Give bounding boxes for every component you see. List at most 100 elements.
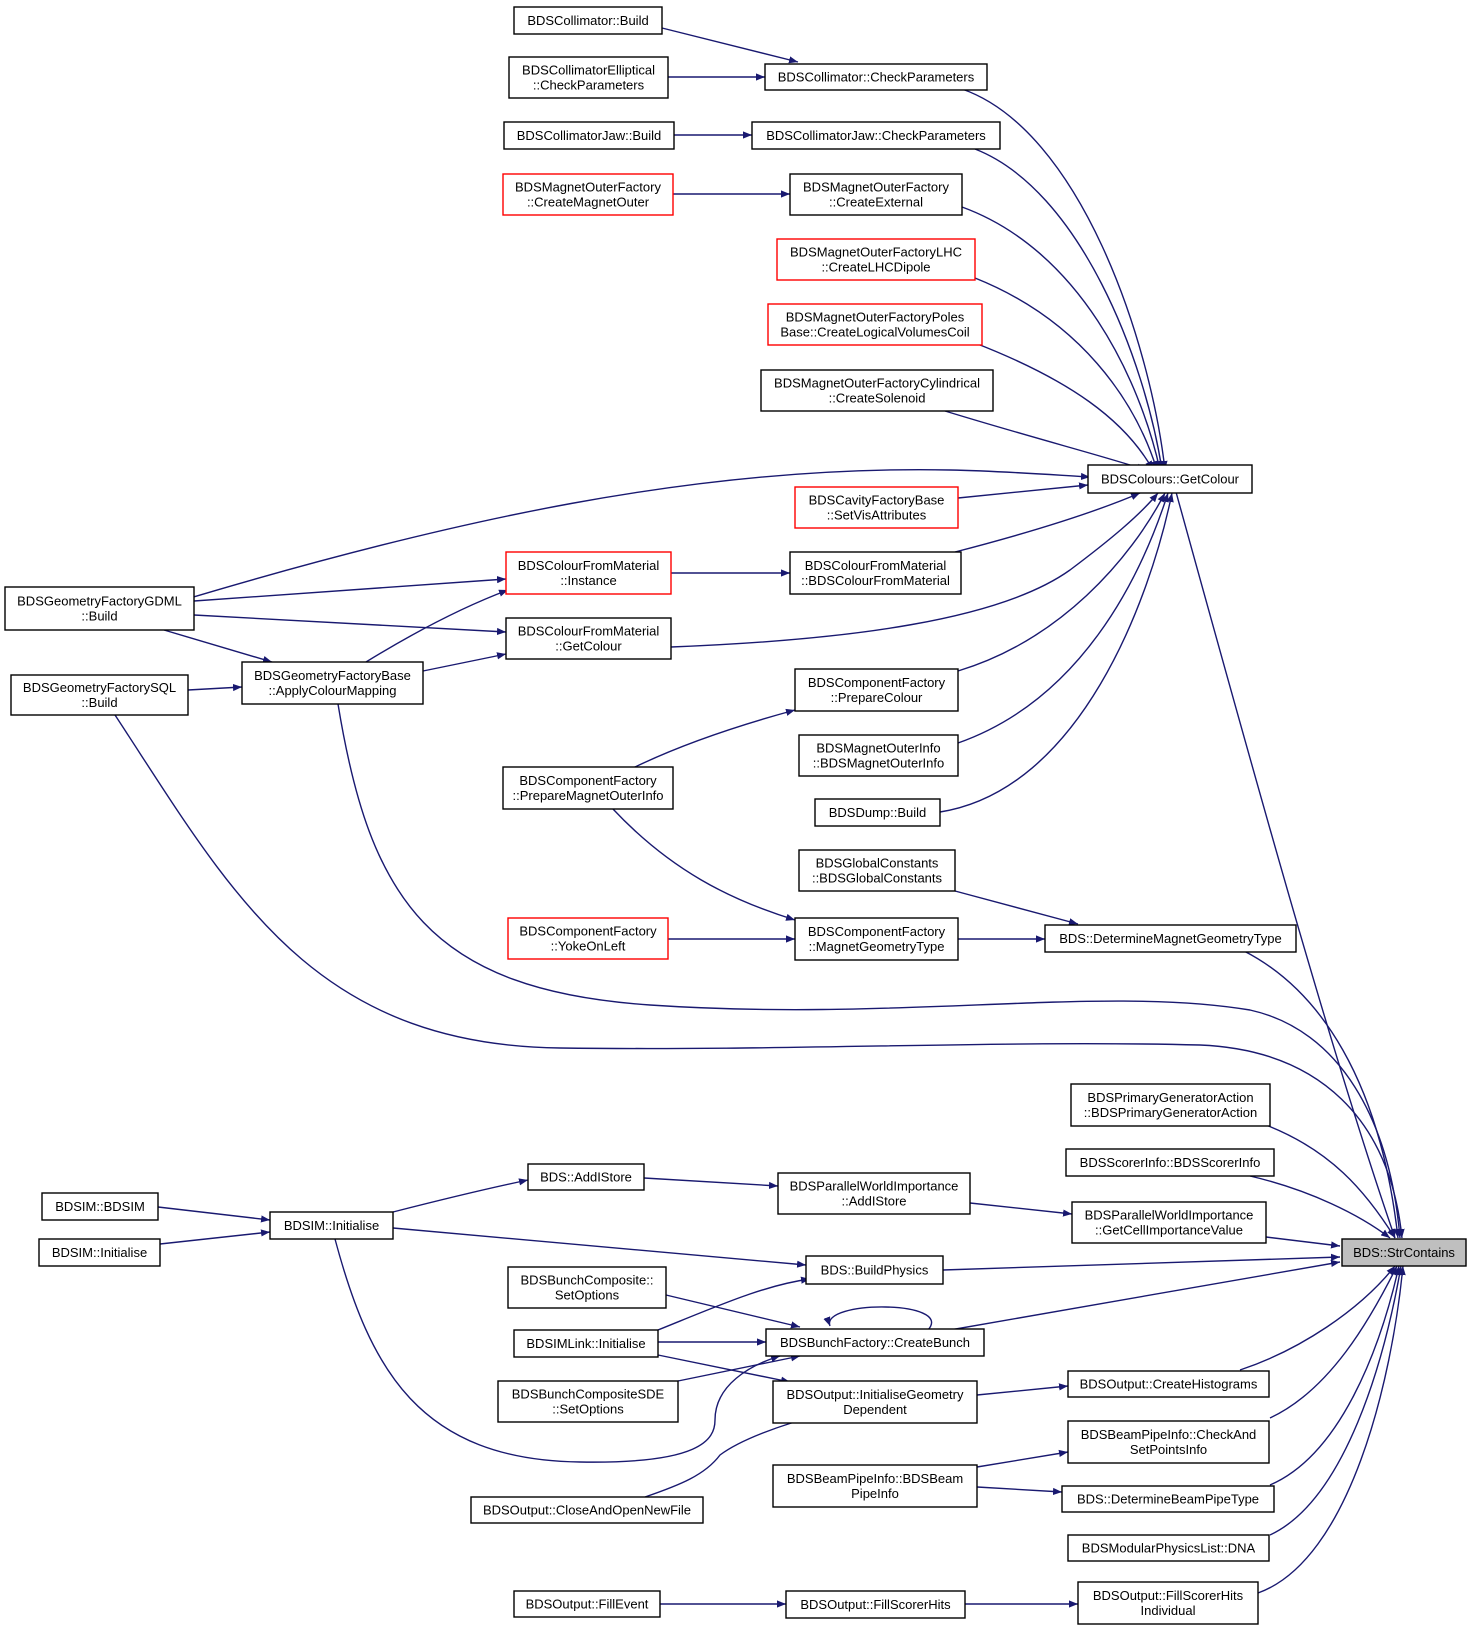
node-box — [4, 586, 195, 631]
edge-cavity-to-getcolour — [957, 482, 1089, 499]
node-bdscollimator-build[interactable]: BDSCollimator::Build — [513, 6, 663, 35]
node-box — [1067, 1534, 1270, 1562]
node-bdscomponentfactory-magnetgeometrytype[interactable]: BDSComponentFactory::MagnetGeometryType — [794, 917, 959, 961]
node-bdsbunchcomposite-setoptions[interactable]: BDSBunchComposite::SetOptions — [507, 1266, 667, 1309]
node-bdsgeometryfactorygdml-build[interactable]: BDSGeometryFactoryGDML::Build — [4, 586, 195, 631]
node-label: BDSScorerInfo::BDSScorerInfo — [1080, 1155, 1261, 1170]
node-label: BDSIMLink::Initialise — [526, 1336, 645, 1351]
node-bdsoutput-fillevent[interactable]: BDSOutput::FillEvent — [513, 1590, 661, 1618]
node-label: BDSPrimaryGeneratorAction — [1087, 1090, 1253, 1105]
node-label: BDSBunchCompositeSDE — [512, 1387, 665, 1402]
node-bdsoutput-fillscorerhits[interactable]: BDSOutput::FillScorerHits — [785, 1590, 966, 1619]
edge-bdsiminit-to-buildphys — [392, 1227, 807, 1268]
node-label: BDSComponentFactory — [808, 924, 946, 939]
edge-poles-to-getcolour — [974, 342, 1154, 471]
node-label: BDSModularPhysicsList::DNA — [1082, 1541, 1256, 1556]
node-bdsmagnetouterfactorycylindrical-createsolenoid[interactable]: BDSMagnetOuterFactoryCylindrical::Create… — [760, 369, 994, 412]
node-bdscomponentfactory-preparemagnetouterinfo[interactable]: BDSComponentFactory::PrepareMagnetOuterI… — [502, 766, 674, 810]
edge-buildphys-to-strcontains — [942, 1253, 1341, 1271]
node-bdsgeometryfactorysql-build[interactable]: BDSGeometryFactorySQL::Build — [10, 674, 189, 716]
node-bdsmagnetouterfactorypolesbase-createlogicalvolumescoil[interactable]: BDSMagnetOuterFactoryPolesBase::CreateLo… — [767, 303, 983, 346]
node-label: PipeInfo — [851, 1486, 899, 1501]
edge-createbunch-self-loop — [823, 1306, 933, 1331]
node-label: BDSGlobalConstants — [816, 856, 939, 871]
node-bdscomponentfactory-yokeonleft[interactable]: BDSComponentFactory::YokeOnLeft — [507, 917, 669, 960]
node-bdscollimatorelliptical-checkparameters[interactable]: BDSCollimatorElliptical::CheckParameters — [508, 56, 669, 99]
node-bdsmagnetouterfactory-createexternal[interactable]: BDSMagnetOuterFactory::CreateExternal — [789, 173, 963, 216]
node-label: BDSBunchFactory::CreateBunch — [780, 1335, 970, 1350]
edge-bdsimctor-to-bdsiminit — [157, 1206, 271, 1223]
node-bdscolourfrommaterial-getcolour[interactable]: BDSColourFromMaterial::GetColour — [505, 617, 672, 660]
node-bdsmagnetouterfactorylhc-createlhcdipole[interactable]: BDSMagnetOuterFactoryLHC::CreateLHCDipol… — [776, 238, 976, 281]
node-label: ::BDSGlobalConstants — [812, 871, 943, 886]
node-bdscolourfrommaterial-instance[interactable]: BDSColourFromMaterial::Instance — [505, 551, 672, 595]
node-box — [772, 1380, 978, 1424]
node-box — [505, 617, 672, 660]
edge-dump-to-getcolour — [939, 492, 1174, 813]
edge-linkinit-to-oig — [657, 1354, 791, 1384]
edge-bdsiminit-to-addlstore — [392, 1178, 529, 1213]
nodes: BDS::StrContainsBDSColours::GetColourBDS… — [4, 6, 1467, 1625]
node-box — [789, 173, 963, 216]
node-label: BDSBunchComposite:: — [521, 1273, 654, 1288]
node-bdsmagnetouterinfo-bdsmagnetouterinfo[interactable]: BDSMagnetOuterInfo::BDSMagnetOuterInfo — [798, 734, 959, 777]
edge-jawcheck-to-getcolour — [974, 148, 1165, 471]
node-box — [794, 486, 959, 529]
node-box — [1087, 464, 1253, 494]
node-bds-buildphysics[interactable]: BDS::BuildPhysics — [805, 1255, 944, 1285]
node-bdsimlink-initialise[interactable]: BDSIMLink::Initialise — [513, 1329, 659, 1358]
node-bds-strcontains[interactable]: BDS::StrContains — [1341, 1238, 1467, 1267]
node-label: BDSDump::Build — [829, 805, 927, 820]
node-box — [785, 1590, 966, 1619]
node-bdsmodularphysicslist-dna[interactable]: BDSModularPhysicsList::DNA — [1067, 1534, 1270, 1562]
node-bdsim-initialise[interactable]: BDSIM::Initialise — [269, 1211, 394, 1240]
edge-close-to-oig — [644, 1413, 821, 1498]
node-box — [794, 917, 959, 961]
node-bdsoutput-createhistograms[interactable]: BDSOutput::CreateHistograms — [1067, 1370, 1270, 1398]
node-bdscollimatorjaw-checkparameters[interactable]: BDSCollimatorJaw::CheckParameters — [751, 121, 1001, 150]
node-label: ::Instance — [560, 573, 616, 588]
node-bdscollimator-checkparameters[interactable]: BDSCollimator::CheckParameters — [764, 63, 988, 91]
node-bdsbunchfactory-createbunch[interactable]: BDSBunchFactory::CreateBunch — [765, 1328, 985, 1357]
node-bdscolourfrommaterial-bdscolourfrommaterial[interactable]: BDSColourFromMaterial::BDSColourFromMate… — [789, 551, 962, 595]
node-bdscolours-getcolour[interactable]: BDSColours::GetColour — [1087, 464, 1253, 494]
node-box — [1070, 1083, 1271, 1127]
node-bds-addistore[interactable]: BDS::AddIStore — [527, 1163, 645, 1191]
edge-cfprep-to-getcolour — [957, 492, 1166, 672]
node-bds-determinemagnetgeometrytype[interactable]: BDS::DetermineMagnetGeometryType — [1044, 924, 1297, 953]
node-bdsim-bdsim[interactable]: BDSIM::BDSIM — [41, 1192, 159, 1221]
edge-collcheck-to-getcolour — [961, 88, 1168, 471]
node-box — [10, 674, 189, 716]
node-box — [1341, 1238, 1467, 1267]
node-bds-determinebeampipetype[interactable]: BDS::DetermineBeamPipeType — [1061, 1485, 1275, 1513]
node-bdsdump-build[interactable]: BDSDump::Build — [814, 798, 941, 827]
node-label: BDSMagnetOuterFactory — [515, 180, 661, 195]
node-bdsbeampipeinfo-bdsbeampipeinfo[interactable]: BDSBeamPipeInfo::BDSBeamPipeInfo — [772, 1464, 978, 1508]
node-label: ::CheckParameters — [533, 78, 645, 93]
node-label: ::ApplyColourMapping — [269, 683, 397, 698]
node-bdscomponentfactory-preparecolour[interactable]: BDSComponentFactory::PrepareColour — [794, 668, 959, 712]
node-label: BDSColourFromMaterial — [518, 624, 660, 639]
node-box — [38, 1238, 161, 1267]
node-bdsparallelworldimportance-getcellimportancevalue[interactable]: BDSParallelWorldImportance::GetCellImpor… — [1071, 1201, 1267, 1244]
node-bdsmagnetouterfactory-createmagnetouter[interactable]: BDSMagnetOuterFactory::CreateMagnetOuter — [502, 173, 674, 216]
node-bdscollimatorjaw-build[interactable]: BDSCollimatorJaw::Build — [503, 121, 675, 150]
node-bdsbunchcompositesde-setoptions[interactable]: BDSBunchCompositeSDE::SetOptions — [497, 1380, 679, 1423]
node-bdsscorerinfo-bdsscorerinfo[interactable]: BDSScorerInfo::BDSScorerInfo — [1065, 1148, 1275, 1177]
node-label: ::SetOptions — [552, 1402, 624, 1417]
node-bdsparallelworldimportance-addistore[interactable]: BDSParallelWorldImportance::AddIStore — [777, 1172, 971, 1215]
edge-cfmget-to-getcolour — [670, 492, 1159, 648]
node-bdsglobalconstants-bdsglobalconstants[interactable]: BDSGlobalConstants::BDSGlobalConstants — [798, 849, 956, 892]
node-bdsoutput-closeandopennewfile[interactable]: BDSOutput::CloseAndOpenNewFile — [470, 1496, 704, 1524]
node-bdsprimarygeneratoraction-bdsprimarygeneratoraction[interactable]: BDSPrimaryGeneratorAction::BDSPrimaryGen… — [1070, 1083, 1271, 1127]
node-label: ::BDSPrimaryGeneratorAction — [1084, 1105, 1257, 1120]
node-bdsim-initialise[interactable]: BDSIM::Initialise — [38, 1238, 161, 1267]
node-bdscavityfactorybase-setvisattributes[interactable]: BDSCavityFactoryBase::SetVisAttributes — [794, 486, 959, 529]
edge-gdml-to-gfbase — [163, 629, 273, 663]
node-box — [513, 1329, 659, 1358]
node-bdsgeometryfactorybase-applycolourmapping[interactable]: BDSGeometryFactoryBase::ApplyColourMappi… — [241, 661, 424, 705]
